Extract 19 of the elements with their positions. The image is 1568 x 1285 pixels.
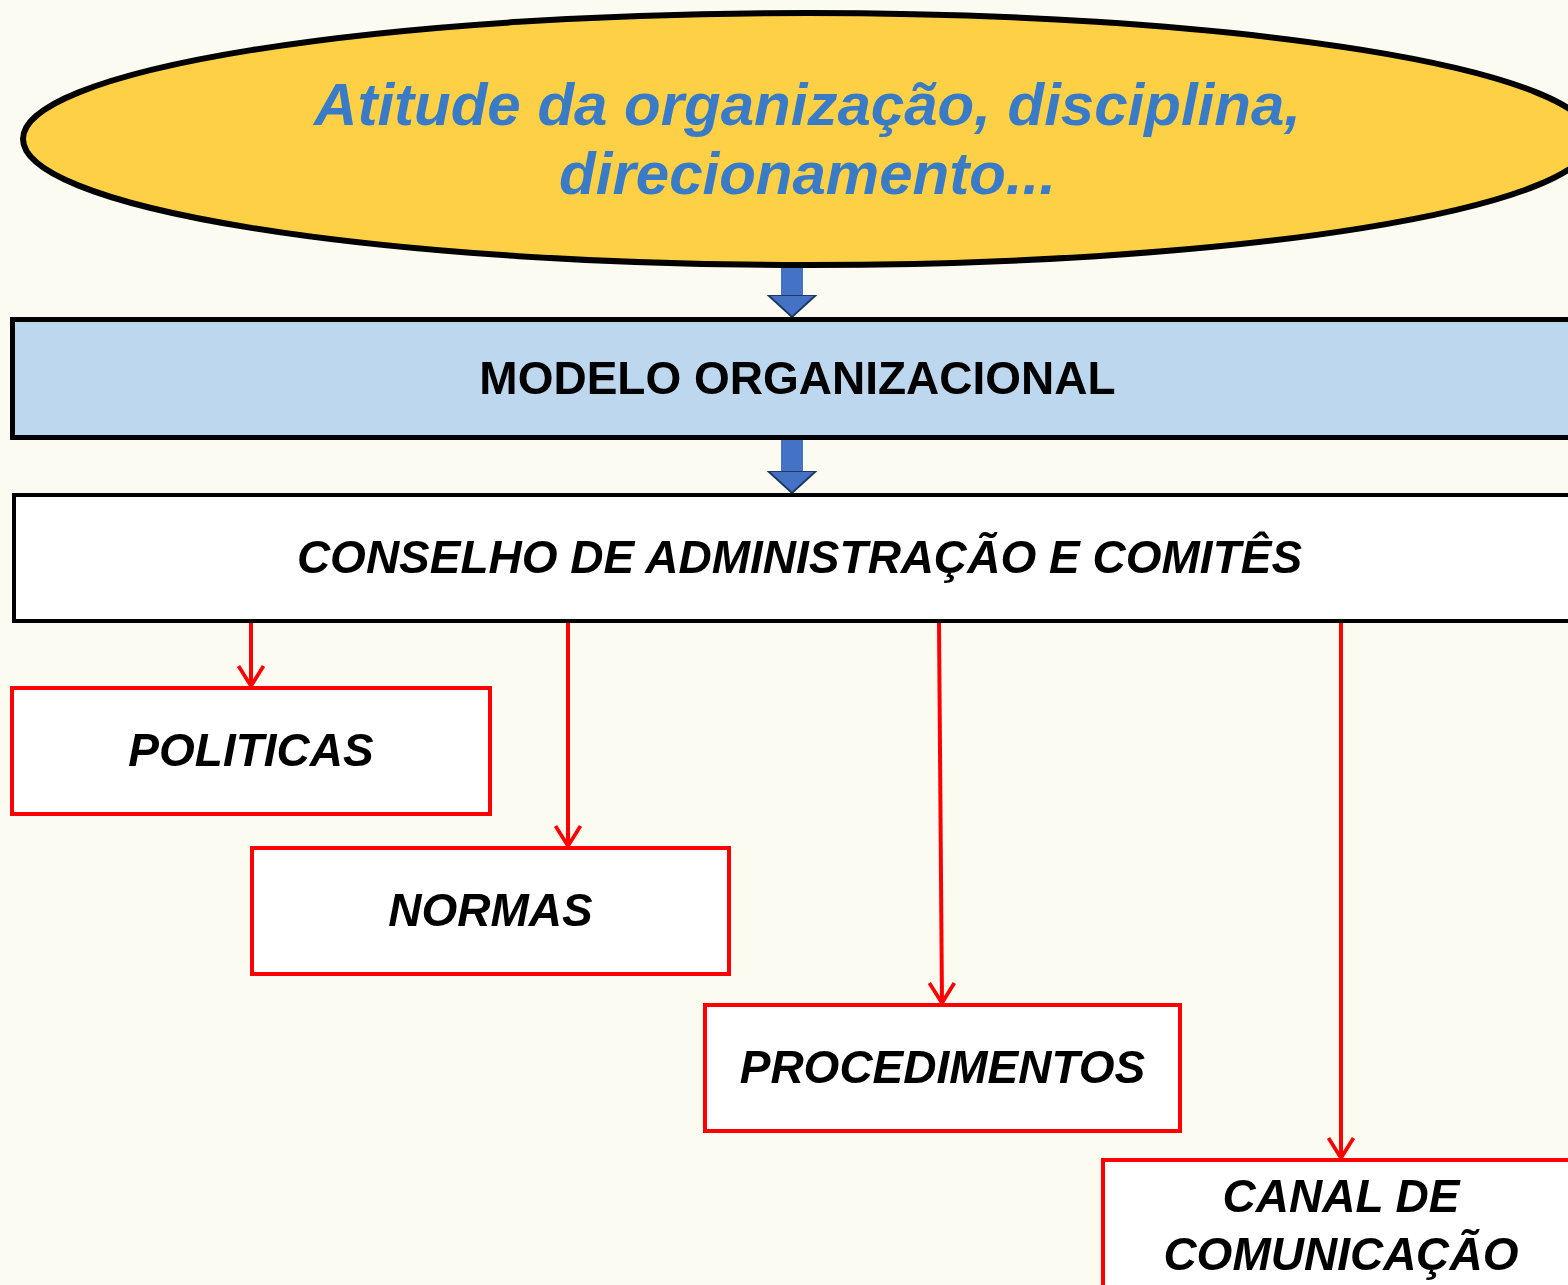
arrow [1326, 623, 1356, 1160]
arrow [767, 268, 817, 318]
node-label: Atitude da organização, disciplina, direcionamento... [312, 70, 1302, 208]
node-label: CONSELHO DE ADMINISTRAÇÃO E COMITÊS [295, 530, 1304, 586]
arrow [927, 623, 957, 1005]
process-box [703, 1003, 1182, 1133]
process-box [250, 846, 731, 976]
node-label: PROCEDIMENTOS [738, 1040, 1147, 1096]
node-label: NORMAS [387, 883, 594, 939]
arrow [767, 440, 817, 494]
process-box [10, 686, 492, 816]
header-box [10, 317, 1568, 440]
arrow [236, 623, 266, 688]
arrow [553, 623, 583, 848]
node-label: MODELO ORGANIZACIONAL [478, 350, 1117, 406]
node-label: CANAL DE COMUNICAÇÃO [1162, 1169, 1520, 1282]
node-label: POLITICAS [127, 723, 375, 779]
header-box [12, 493, 1568, 623]
process-box [1101, 1158, 1568, 1285]
